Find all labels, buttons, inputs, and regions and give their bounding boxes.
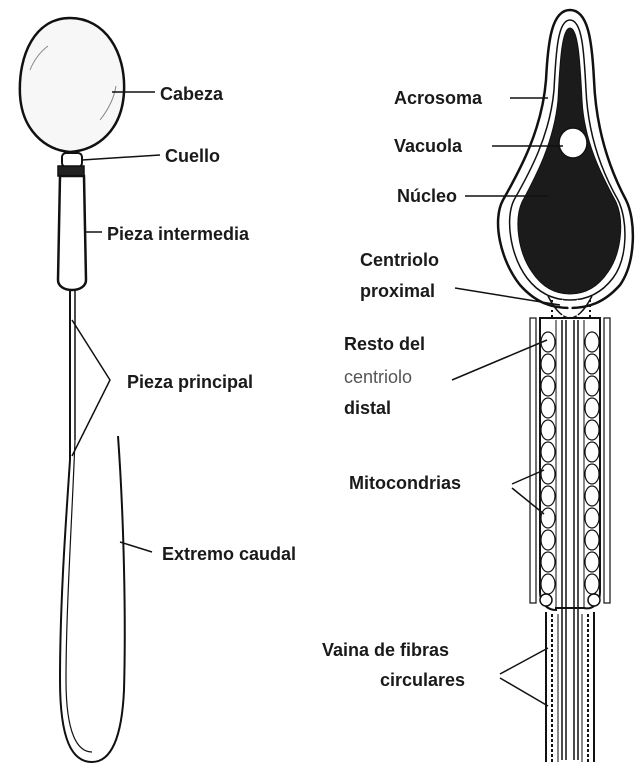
label-fiber-sheath-2: circulares (380, 670, 465, 690)
sperm-tail (60, 436, 125, 762)
label-nucleus: Núcleo (397, 186, 457, 206)
label-acrosome: Acrosoma (394, 88, 483, 108)
sperm-head (20, 18, 124, 152)
sperm-neck (62, 153, 82, 167)
label-proximal-centriole-1: Centriolo (360, 250, 439, 270)
label-neck: Cuello (165, 146, 220, 166)
label-mitochondria: Mitocondrias (349, 473, 461, 493)
label-principal-piece: Pieza principal (127, 372, 253, 392)
sectional-sperm-drawing: Acrosoma Vacuola Núcleo Centriolo proxim… (322, 10, 633, 762)
sperm-middle-piece (58, 176, 86, 290)
label-distal-centriole-2: centriolo (344, 367, 412, 387)
label-fiber-sheath-1: Vaina de fibras (322, 640, 449, 660)
label-distal-centriole-3: distal (344, 398, 391, 418)
label-distal-centriole-1: Resto del (344, 334, 425, 354)
label-middle-piece: Pieza intermedia (107, 224, 250, 244)
label-vacuole: Vacuola (394, 136, 463, 156)
principal-piece-section (546, 612, 594, 762)
vacuole-shape (559, 128, 587, 158)
label-tail-end: Extremo caudal (162, 544, 296, 564)
whole-sperm-drawing: Cabeza Cuello Pieza intermedia Pieza pri… (20, 18, 296, 762)
label-head: Cabeza (160, 84, 224, 104)
label-proximal-centriole-2: proximal (360, 281, 435, 301)
